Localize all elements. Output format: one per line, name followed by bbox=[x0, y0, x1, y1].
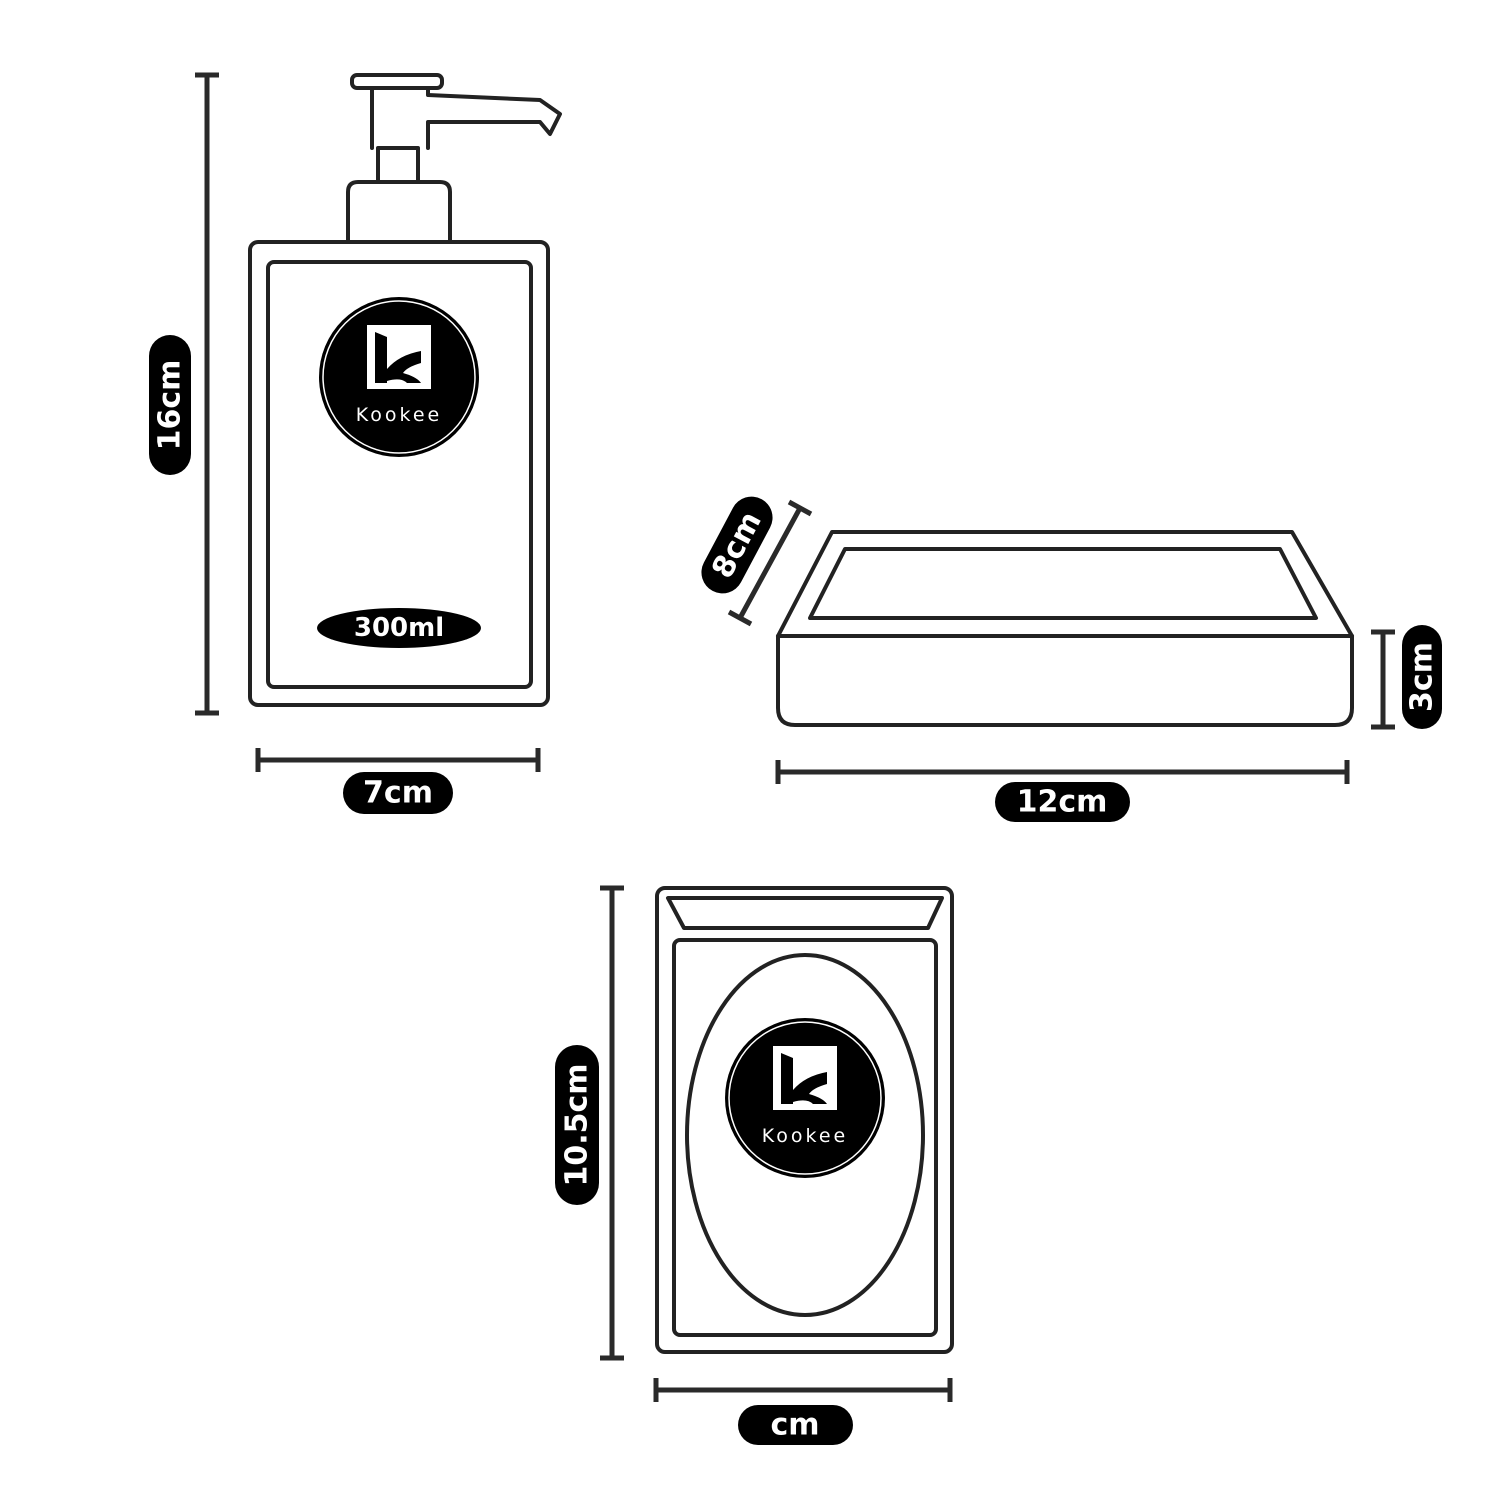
svg-text:Kookee: Kookee bbox=[762, 1125, 848, 1147]
soap-dispenser-drawing: Kookee 300ml bbox=[248, 73, 562, 707]
tumbler-height-dimension: 10.5cm bbox=[555, 885, 624, 1361]
soap-dish-drawing bbox=[776, 530, 1354, 727]
svg-text:Kookee: Kookee bbox=[356, 404, 442, 426]
svg-text:cm: cm bbox=[770, 1408, 819, 1443]
kookee-logo: Kookee bbox=[318, 296, 480, 458]
soap-dish-width-dimension: 12cm bbox=[775, 760, 1350, 822]
svg-text:7cm: 7cm bbox=[363, 776, 433, 811]
kookee-logo: Kookee bbox=[724, 1017, 886, 1179]
tumbler-width-dimension: cm bbox=[653, 1378, 953, 1445]
svg-text:3cm: 3cm bbox=[1405, 642, 1440, 712]
capacity-badge bbox=[317, 608, 481, 648]
soap-dish-depth-dimension: 8cm bbox=[701, 496, 813, 627]
svg-text:10.5cm: 10.5cm bbox=[560, 1063, 595, 1186]
soap-dish-height-dimension: 3cm bbox=[1371, 625, 1442, 730]
dispenser-height-dimension: 16cm bbox=[149, 72, 219, 716]
dispenser-width-dimension: 7cm bbox=[255, 748, 541, 814]
tumbler-drawing: Kookee bbox=[655, 886, 954, 1354]
svg-text:12cm: 12cm bbox=[1017, 785, 1108, 820]
svg-text:16cm: 16cm bbox=[153, 360, 188, 451]
capacity-label: 300ml bbox=[354, 613, 444, 643]
